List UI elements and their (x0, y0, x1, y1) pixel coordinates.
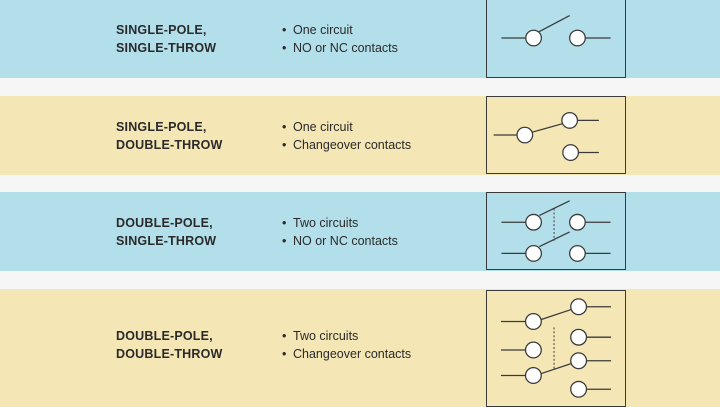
bullet-item: Two circuits (282, 214, 398, 232)
switch-lever (541, 309, 571, 321)
throw-contact (561, 111, 579, 129)
row-dpdt-bullets: Two circuits Changeover contacts (282, 327, 411, 363)
bullet-item: Changeover contacts (282, 345, 411, 363)
pivot-contact (516, 126, 534, 144)
bullet-item: Two circuits (282, 327, 411, 345)
pivot-contact (525, 29, 543, 47)
switch-lever (532, 122, 564, 133)
pivot-contact (524, 312, 542, 330)
row-label-line1: DOUBLE-POLE, (116, 216, 213, 230)
dpst-switch-diagram (501, 200, 611, 262)
spdt-switch-diagram (493, 111, 599, 161)
row-label-line2: DOUBLE-THROW (116, 347, 223, 361)
row-dpst-bullets: Two circuits NO or NC contacts (282, 214, 398, 250)
bullet-item: NO or NC contacts (282, 39, 398, 57)
dpdt-symbol (486, 290, 626, 407)
row-spdt-bullets: One circuit Changeover contacts (282, 118, 411, 154)
throw-contact (569, 29, 586, 47)
row-label-line2: SINGLE-THROW (116, 41, 217, 55)
row-label-line1: SINGLE-POLE, (116, 23, 207, 37)
pivot-contact (524, 341, 542, 359)
throw-contact (569, 244, 586, 262)
spst-switch-diagram (501, 15, 611, 47)
spst-symbol (486, 0, 626, 78)
bullet-item: One circuit (282, 118, 411, 136)
bullet-item: Changeover contacts (282, 136, 411, 154)
row-label-line2: DOUBLE-THROW (116, 138, 223, 152)
switch-lever (534, 15, 570, 35)
row-dpst-label: DOUBLE-POLE, SINGLE-THROW (116, 214, 216, 250)
row-spst-bullets: One circuit NO or NC contacts (282, 21, 398, 57)
throw-contact (562, 144, 580, 161)
row-spdt-label: SINGLE-POLE, DOUBLE-THROW (116, 118, 223, 154)
bullet-item: One circuit (282, 21, 398, 39)
bullet-item: NO or NC contacts (282, 232, 398, 250)
throw-contact (570, 328, 588, 346)
pivot-contact (524, 367, 542, 385)
spdt-symbol (486, 96, 626, 174)
row-label-line2: SINGLE-THROW (116, 234, 217, 248)
row-label-line1: SINGLE-POLE, (116, 120, 207, 134)
throw-contact (570, 352, 588, 370)
switch-lever (541, 363, 571, 375)
pivot-contact (525, 213, 543, 231)
switch-lever (539, 231, 570, 248)
throw-contact (570, 298, 588, 316)
pivot-contact (525, 244, 543, 262)
row-dpdt-label: DOUBLE-POLE, DOUBLE-THROW (116, 327, 223, 363)
switch-lever (539, 200, 570, 216)
throw-contact (570, 380, 588, 398)
dpst-symbol (486, 192, 626, 270)
row-label-line1: DOUBLE-POLE, (116, 329, 213, 343)
row-spst-label: SINGLE-POLE, SINGLE-THROW (116, 21, 216, 57)
throw-contact (569, 213, 586, 231)
dpdt-switch-diagram (500, 298, 612, 398)
